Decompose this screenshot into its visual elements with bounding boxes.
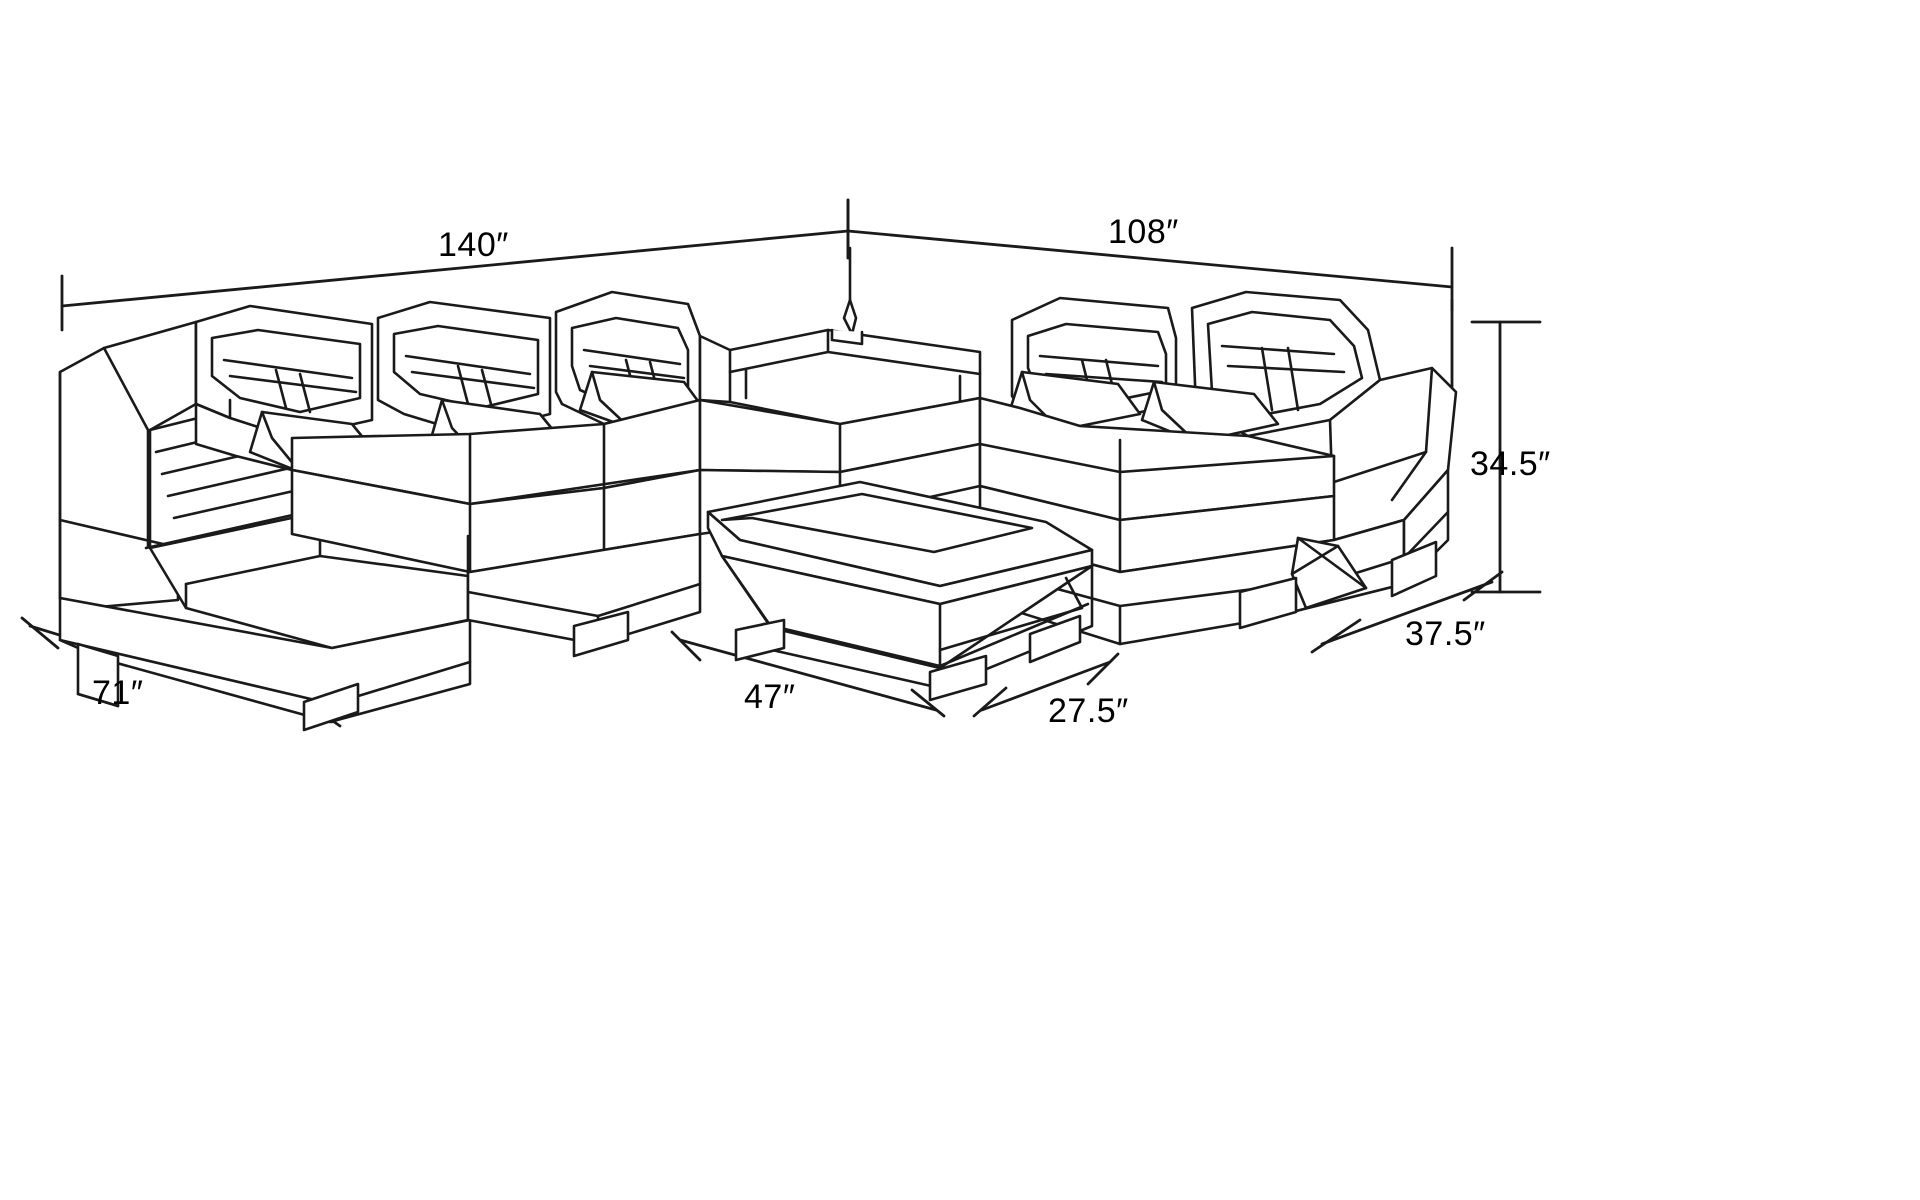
chaise-lounge-left <box>58 320 472 732</box>
dimension-lines <box>20 198 1542 728</box>
dim-line-140 <box>60 229 850 308</box>
dimension-label-47: 47″ <box>744 678 796 716</box>
sofa-left-run <box>194 290 708 658</box>
dimension-label-37-5: 37.5″ <box>1405 615 1486 653</box>
dim-tick-375-left <box>1310 618 1362 654</box>
dimension-label-108: 108″ <box>1108 213 1179 251</box>
dimension-label-27-5: 27.5″ <box>1048 692 1129 730</box>
dim-tick-47-right <box>910 688 946 718</box>
dimension-label-71: 71″ <box>92 674 144 712</box>
dim-tick-275-right <box>1086 652 1120 686</box>
dim-line-47 <box>678 638 938 712</box>
dim-tick-47-left <box>670 630 702 662</box>
dim-line-275 <box>980 660 1112 712</box>
dim-line-108 <box>846 229 1454 289</box>
dim-tick-275-left <box>972 686 1008 718</box>
cup-holder-console <box>842 298 858 336</box>
dimension-label-34-5: 34.5″ <box>1470 445 1551 483</box>
dimension-label-140: 140″ <box>438 226 509 264</box>
coffee-table <box>706 480 1094 702</box>
dim-line-375 <box>1320 580 1494 646</box>
sofa-right-run <box>978 290 1458 646</box>
dim-tick-71-left <box>20 616 60 650</box>
